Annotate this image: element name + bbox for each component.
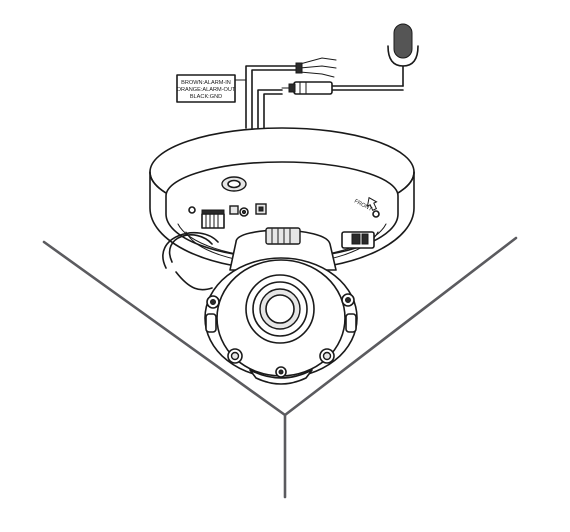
terminal-block — [201, 209, 225, 229]
wire-label-box: BROWN:ALARM-IN ORANGE:ALARM-OUT BLACK:GN… — [176, 74, 247, 103]
internal-cables — [162, 232, 219, 291]
ceiling-corner — [42, 236, 518, 499]
gimbal-bracket — [229, 227, 337, 271]
audio-connector — [281, 81, 333, 95]
wire-label-alarm-in: BROWN:ALARM-IN — [181, 80, 231, 86]
microphone-cable — [330, 85, 404, 91]
base-inner-details — [188, 176, 380, 249]
wire-label-alarm-out: ORANGE:ALARM-OUT — [177, 87, 236, 93]
microphone-icon — [387, 23, 419, 87]
wire-label-gnd: BLACK:GND — [190, 94, 222, 100]
camera-lens — [245, 274, 315, 344]
right-connector — [341, 231, 375, 249]
arrow-up-icon — [366, 196, 378, 211]
cable-bundle — [245, 57, 337, 129]
